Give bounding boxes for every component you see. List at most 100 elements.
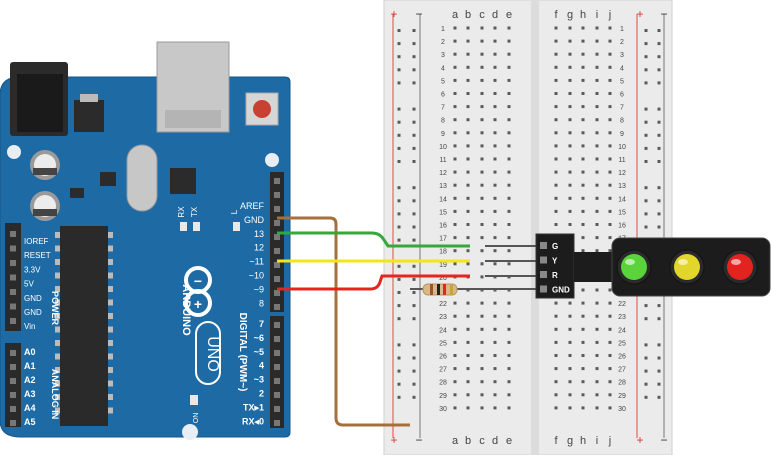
wire-pin13-green (277, 231, 470, 248)
rail-minus-label-right: − (660, 7, 667, 21)
row-label-right-15: 15 (618, 209, 626, 216)
row-label-left-6: 6 (441, 92, 445, 99)
row-label-right-30: 30 (618, 406, 626, 413)
svg-text:−: − (194, 273, 202, 289)
svg-text:+: + (194, 296, 202, 312)
row-label-right-10: 10 (618, 144, 626, 151)
row-label-right-26: 26 (618, 354, 626, 361)
power-pin-label: 5V (24, 280, 34, 289)
row-label-right-27: 27 (618, 367, 626, 374)
column-label-b: b (465, 9, 471, 21)
digital-pin-label: ~6 (254, 333, 264, 343)
row-label-left-27: 27 (439, 367, 447, 374)
arduino-logo: − + (184, 266, 212, 317)
row-label-left-29: 29 (439, 393, 447, 400)
row-label-left-28: 28 (439, 380, 447, 387)
column-label-a: a (452, 9, 459, 21)
row-label-left-13: 13 (439, 183, 447, 190)
column-label-bottom-e: e (506, 435, 512, 447)
row-label-left-4: 4 (441, 65, 445, 72)
row-label-right-24: 24 (618, 327, 626, 334)
row-label-left-9: 9 (441, 131, 445, 138)
digital-header-top (270, 172, 284, 312)
digital-header-label: DIGITAL (PWM~) (237, 313, 248, 392)
digital-pin-label: 4 (259, 361, 264, 371)
analog-pin-label: A1 (24, 361, 36, 371)
digital-pin-label: ~5 (254, 347, 264, 357)
column-label-i: i (596, 9, 598, 21)
column-label-e: e (506, 9, 512, 21)
row-label-left-3: 3 (441, 52, 445, 59)
row-label-left-23: 23 (439, 314, 447, 321)
rail-plus-label-bottom-left: + (390, 433, 397, 447)
on-led-label: ON (193, 413, 200, 424)
power-pin-label: Vin (24, 322, 35, 331)
row-label-left-12: 12 (439, 170, 447, 177)
row-label-left-30: 30 (439, 406, 447, 413)
lamp-yellow (674, 254, 700, 280)
analog-pin-label: A3 (24, 389, 36, 399)
power-pin-label: GND (24, 308, 42, 317)
column-label-bottom-b: b (465, 435, 471, 447)
column-label-bottom-c: c (479, 435, 485, 447)
arduino-brand: ARDUINO (180, 284, 192, 336)
traffic-light-pin-label: Y (552, 257, 558, 266)
row-label-left-2: 2 (441, 39, 445, 46)
row-label-left-26: 26 (439, 354, 447, 361)
row-label-left-25: 25 (439, 340, 447, 347)
row-label-right-25: 25 (618, 340, 626, 347)
column-label-bottom-g: g (567, 435, 573, 447)
row-label-left-15: 15 (439, 209, 447, 216)
arduino-uno: RX TX L ON − + ARDUINO UNO DIGITAL (PWM~… (0, 41, 291, 440)
row-label-left-5: 5 (441, 78, 445, 85)
digital-pin-label: ~3 (254, 375, 264, 385)
wire-gnd-brown (277, 216, 410, 427)
row-label-right-5: 5 (620, 78, 624, 85)
digital-pin-label: 7 (259, 319, 264, 329)
row-label-right-23: 23 (618, 314, 626, 321)
row-label-right-12: 12 (618, 170, 626, 177)
row-label-left-16: 16 (439, 223, 447, 230)
digital-pin-label: 12 (254, 243, 264, 253)
row-label-left-10: 10 (439, 144, 447, 151)
rail-plus-label-right: + (636, 7, 643, 21)
analog-pin-label: A5 (24, 417, 36, 427)
row-label-right-8: 8 (620, 118, 624, 125)
analog-pin-label: A0 (24, 347, 36, 357)
analog-header-label: ANALOG IN (50, 369, 60, 420)
rx-led-label: RX (177, 206, 186, 218)
row-label-right-28: 28 (618, 380, 626, 387)
resistor (422, 283, 458, 296)
row-label-right-29: 29 (618, 393, 626, 400)
rail-plus-label-left: + (390, 7, 397, 21)
power-pin-label: IOREF (24, 237, 49, 246)
digital-pin-label: ~9 (254, 284, 264, 294)
digital-pin-label: ~10 (249, 271, 264, 281)
row-label-left-17: 17 (439, 236, 447, 243)
row-label-right-11: 11 (618, 157, 625, 164)
analog-header (5, 343, 21, 427)
traffic-light-pin-label: GND (552, 286, 570, 295)
row-label-left-22: 22 (439, 301, 447, 308)
row-label-left-20: 20 (439, 275, 447, 282)
row-label-right-7: 7 (620, 105, 624, 112)
power-pin-label: GND (24, 294, 42, 303)
row-label-right-9: 9 (620, 131, 624, 138)
traffic-light-pin-label: R (552, 271, 558, 280)
analog-pin-label: A4 (24, 403, 36, 413)
tx-led-label: TX (190, 206, 199, 217)
column-label-c: c (479, 9, 485, 21)
digital-header-bottom (270, 316, 284, 428)
digital-pin-label: ~11 (249, 257, 264, 267)
power-header-label: POWER (50, 291, 60, 326)
digital-pin-label: 8 (259, 298, 264, 308)
rail-minus-label-bottom-left: − (415, 433, 422, 447)
row-label-right-3: 3 (620, 52, 624, 59)
l-led-label: L (230, 209, 239, 214)
